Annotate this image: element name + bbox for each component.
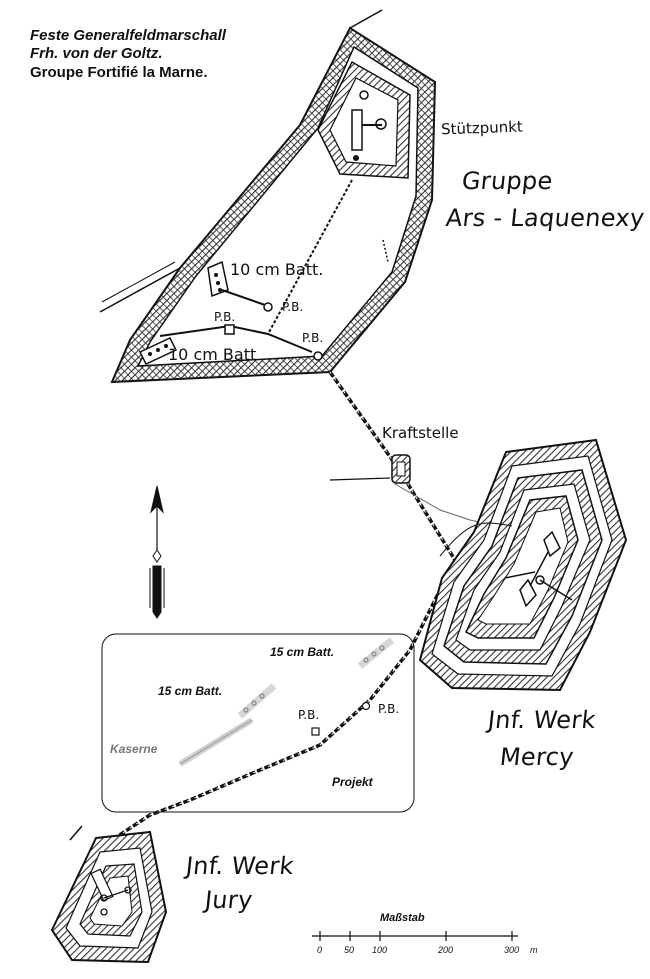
kraftstelle-building [391, 454, 411, 484]
label-pb-1: P.B. [282, 300, 304, 314]
scale-tick-50: 50 [344, 945, 355, 955]
label-gruppe-line1: Gruppe [460, 167, 555, 195]
north-arrow-icon [149, 485, 165, 619]
scale-bar-title: Maßstab [380, 912, 425, 924]
label-10cm-batt-lower: 10 cm Batt [168, 345, 257, 364]
scale-tick-200: 200 [438, 945, 454, 955]
pb-markers-lower [311, 701, 371, 736]
label-10cm-batt-upper: 10 cm Batt. [230, 260, 324, 279]
battery-10cm-lower [138, 337, 178, 365]
werk-mercy-outline [418, 438, 628, 692]
label-gruppe-line2: Ars - Laquenexy [444, 204, 646, 232]
label-15cm-batt-lower: 15 cm Batt. [158, 684, 223, 698]
label-kaserne: Kaserne [110, 742, 158, 756]
werk-mercy-interior [504, 530, 573, 608]
internal-tracks [99, 9, 389, 353]
label-projekt: Projekt [332, 775, 373, 789]
label-pb-5: P.B. [378, 702, 400, 716]
label-jury-line1: Jnf. Werk [184, 852, 296, 880]
map-title-line1: Feste Generalfeldmarschall [30, 27, 226, 44]
map-title-line2: Frh. von der Goltz. [30, 45, 163, 62]
scale-bar [312, 931, 518, 941]
pb-markers-upper [224, 302, 323, 361]
kaserne-building [178, 717, 254, 767]
label-kraftstelle: Kraftstelle [382, 424, 459, 442]
battery-15cm-lower [237, 683, 277, 719]
scale-tick-0: 0 [317, 945, 323, 955]
label-mercy-line2: Mercy [498, 743, 576, 771]
stuetzpunkt-redoubt [317, 60, 411, 179]
label-pb-2: P.B. [214, 310, 236, 324]
label-jury-line2: Jury [203, 886, 255, 914]
projekt-area-box [101, 633, 415, 813]
label-15cm-batt-upper: 15 cm Batt. [270, 645, 335, 659]
scale-unit: m [530, 945, 538, 955]
scale-tick-100: 100 [372, 945, 388, 955]
battery-15cm-upper [357, 637, 395, 669]
map-title-line3: Groupe Fortifié la Marne. [30, 64, 208, 81]
label-stuetzpunkt: Stützpunkt [440, 117, 524, 139]
werk-jury-interior [100, 886, 132, 916]
label-pb-3: P.B. [302, 331, 324, 345]
scale-tick-300: 300 [504, 945, 520, 955]
battery-10cm-upper [207, 260, 229, 298]
label-mercy-line1: Jnf. Werk [486, 706, 598, 734]
label-pb-4: P.B. [298, 708, 320, 722]
werk-jury-outline [50, 825, 168, 964]
